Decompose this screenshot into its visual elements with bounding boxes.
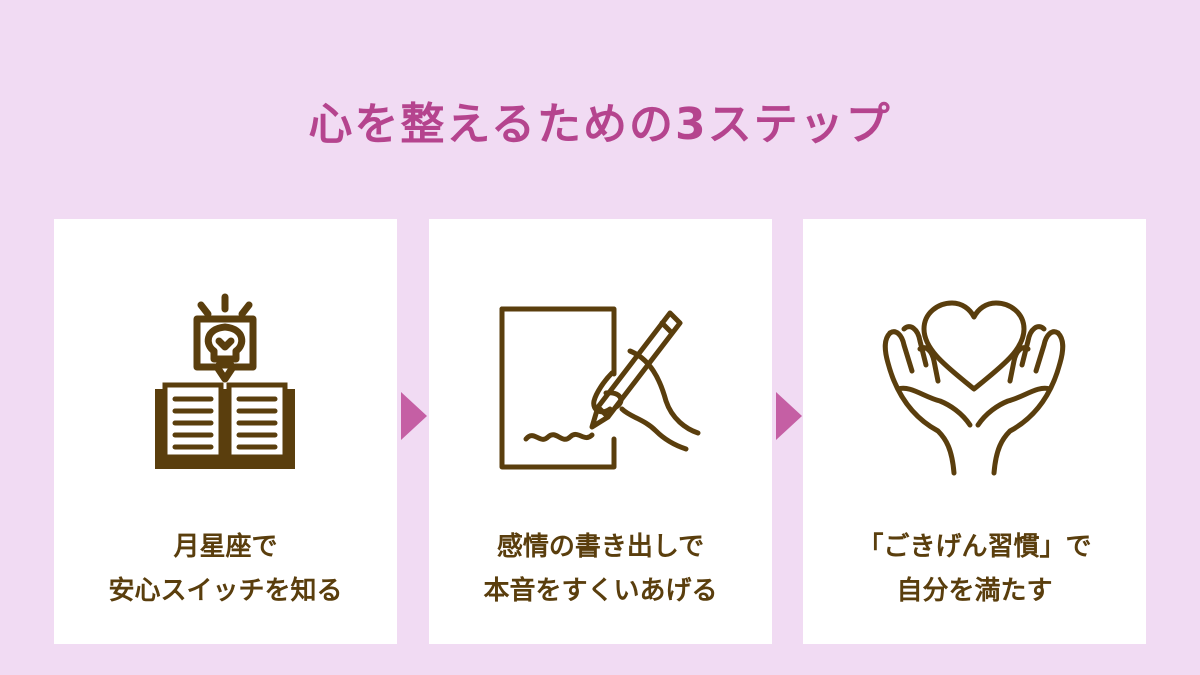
- book-lightbulb-icon: [155, 293, 295, 469]
- step-label-1: 月星座で 安心スイッチを知る: [54, 525, 397, 613]
- step-2-line-1: 感情の書き出しで: [496, 532, 705, 562]
- step-label-2: 感情の書き出しで 本音をすくいあげる: [429, 525, 772, 613]
- step-2-line-2: 本音をすくいあげる: [483, 576, 718, 606]
- step-card-3: 「ごきげん習慣」で 自分を満たす: [803, 219, 1146, 644]
- page-title: 心を整えるための3ステップ: [308, 99, 892, 150]
- step-label-3: 「ごきげん習慣」で 自分を満たす: [803, 525, 1146, 613]
- step-3-line-2: 自分を満たす: [896, 576, 1053, 606]
- writing-paper-icon: [499, 306, 701, 470]
- arrow-right-icon-1: [401, 392, 427, 440]
- step-1-line-1: 月星座で: [173, 532, 278, 562]
- step-card-2: 感情の書き出しで 本音をすくいあげる: [429, 219, 772, 644]
- heart-hands-icon: [882, 300, 1066, 476]
- step-card-1: 月星座で 安心スイッチを知る: [54, 219, 397, 644]
- step-3-line-1: 「ごきげん習慣」で: [857, 532, 1092, 562]
- step-1-line-2: 安心スイッチを知る: [108, 576, 343, 606]
- arrow-right-icon-2: [776, 392, 802, 440]
